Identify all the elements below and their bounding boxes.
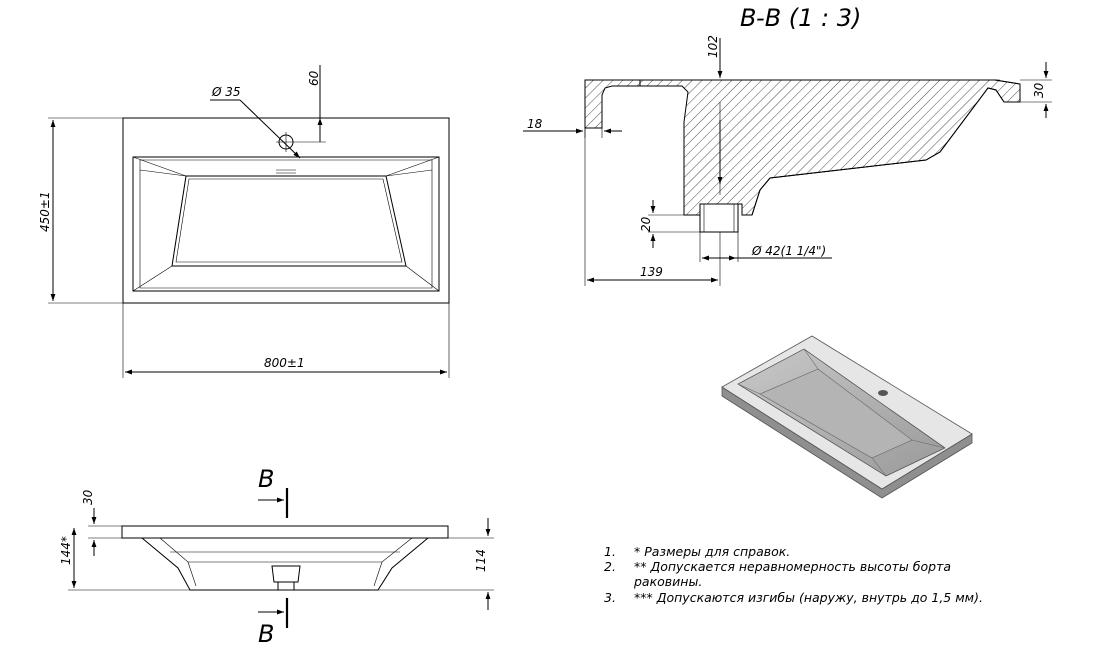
dim-front-114: 114 xyxy=(474,549,488,572)
note-1-num: 1. xyxy=(604,544,616,559)
notes-block: 1. * Размеры для справок. 2. ** Допускае… xyxy=(604,544,983,605)
plan-view: Ø 35 60 450±1 800±1 xyxy=(38,65,450,378)
dim-section-139: 139 xyxy=(640,265,663,279)
dim-section-18: 18 xyxy=(527,117,543,131)
note-2-text-line2: раковины. xyxy=(633,574,702,589)
note-2-text-line1: ** Допускается неравномерность высоты бо… xyxy=(634,559,951,574)
dim-section-30: 30 xyxy=(1032,82,1046,98)
front-view: 30 144* 114 B B xyxy=(59,465,494,648)
dim-hole-offset: 60 xyxy=(307,70,321,86)
dim-width-450: 450±1 xyxy=(38,191,52,232)
dim-hole-diameter: Ø 35 xyxy=(211,85,241,99)
dim-front-144: 144* xyxy=(59,536,73,565)
dim-section-20: 20 xyxy=(639,216,653,232)
cut-mark-bottom: B xyxy=(258,620,274,648)
dim-length-800: 800±1 xyxy=(264,356,305,370)
note-3-num: 3. xyxy=(604,590,616,605)
cut-mark-top: B xyxy=(258,465,274,493)
dim-drain-diameter: Ø 42(1 1/4") xyxy=(751,244,826,258)
dim-section-102: 102 xyxy=(706,35,720,58)
note-2-num: 2. xyxy=(604,559,616,574)
dim-front-30: 30 xyxy=(81,489,95,505)
isometric-view xyxy=(721,335,973,499)
section-title: B-B (1 : 3) xyxy=(740,4,861,32)
note-1-text: * Размеры для справок. xyxy=(634,544,790,559)
note-3-text: *** Допускаются изгибы (наружу, внутрь д… xyxy=(634,590,983,605)
section-view: B-B (1 : 3) 102 30 18 20 xyxy=(523,4,1052,286)
